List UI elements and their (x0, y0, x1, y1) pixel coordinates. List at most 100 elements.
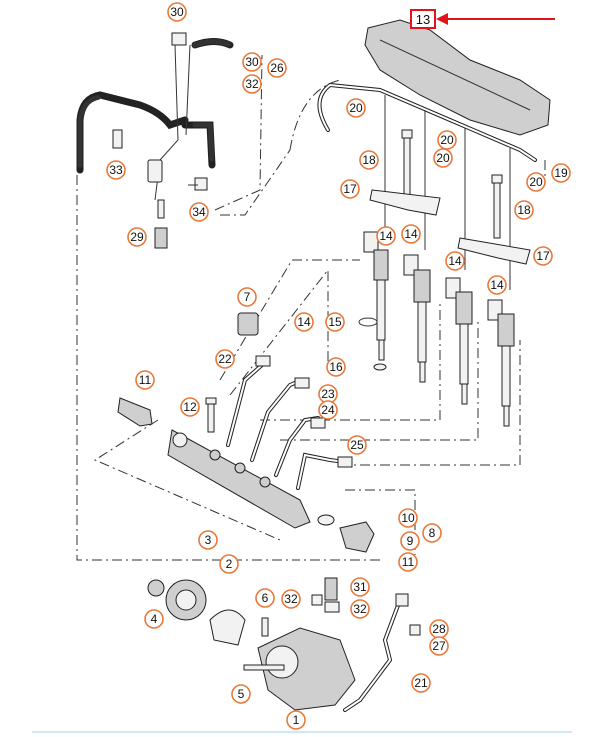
leader-lines (76, 54, 546, 561)
callout-label: 9 (407, 534, 414, 548)
callout-circle (346, 98, 366, 118)
callout-label: 3 (205, 533, 212, 547)
callout-20a: 20 (346, 98, 366, 118)
callout-14a: 14 (376, 226, 396, 246)
callout-18b: 18 (514, 200, 534, 220)
callout-20d: 20 (526, 172, 546, 192)
callout-25: 25 (347, 435, 367, 455)
callout-circle (551, 163, 571, 183)
callout-circle (127, 227, 147, 247)
callout-circle (255, 588, 275, 608)
bolts (401, 129, 503, 239)
callout-label: 8 (429, 526, 436, 540)
clamps (369, 189, 531, 265)
callout-circle (533, 246, 553, 266)
callout-circle (400, 531, 420, 551)
callout-label: 25 (350, 438, 364, 452)
callout-20b: 20 (437, 130, 457, 150)
callout-circle (325, 312, 345, 332)
return-hose-assembly (76, 32, 234, 249)
callout-circle (326, 357, 346, 377)
callout-28: 28 (429, 619, 449, 639)
callout-30a: 30 (167, 2, 187, 22)
callout-label: 2 (226, 557, 233, 571)
callout-11a: 11 (135, 370, 155, 390)
callout-circle (318, 400, 338, 420)
callout-label: 16 (329, 360, 343, 374)
callout-circle (429, 636, 449, 656)
callout-circle (281, 589, 301, 609)
callout-circle (267, 58, 287, 78)
callout-5: 5 (231, 684, 251, 704)
callout-32b: 32 (281, 589, 301, 609)
footer-divider (32, 731, 572, 733)
callout-33: 33 (106, 160, 126, 180)
callout-circle (350, 577, 370, 597)
callout-label: 17 (343, 182, 357, 196)
callout-label: 21 (414, 676, 428, 690)
callout-26: 26 (267, 58, 287, 78)
callout-27: 27 (429, 636, 449, 656)
callout-label: 34 (192, 205, 206, 219)
callout-label: 29 (130, 230, 144, 244)
callout-20c: 20 (433, 148, 453, 168)
callout-2: 2 (219, 554, 239, 574)
callout-18a: 18 (359, 150, 379, 170)
callout-circle (433, 148, 453, 168)
callout-circle (189, 202, 209, 222)
callout-14e: 14 (294, 312, 314, 332)
callout-circle (359, 150, 379, 170)
callout-31: 31 (350, 577, 370, 597)
callout-circle (340, 179, 360, 199)
callout-circle (219, 554, 239, 574)
callout-32c: 32 (350, 599, 370, 619)
callout-circle (242, 74, 262, 94)
callout-21: 21 (411, 673, 431, 693)
callout-label: 32 (353, 602, 367, 616)
callout-label: 20 (529, 175, 543, 189)
callout-label: 18 (362, 153, 376, 167)
callout-22: 22 (215, 349, 235, 369)
callout-label: 12 (183, 400, 197, 414)
callout-circle (376, 226, 396, 246)
callout-3: 3 (198, 530, 218, 550)
callout-circle (242, 52, 262, 72)
callout-circle (437, 130, 457, 150)
callout-label: 20 (349, 101, 363, 115)
callout-16: 16 (326, 357, 346, 377)
callout-circle (106, 160, 126, 180)
callout-32a: 32 (242, 74, 262, 94)
callout-6: 6 (255, 588, 275, 608)
callout-label: 23 (321, 387, 335, 401)
callout-label: 11 (139, 373, 152, 387)
callout-label: 14 (297, 315, 311, 329)
callout-label: 22 (218, 352, 232, 366)
callout-label: 28 (432, 622, 446, 636)
callout-label: 33 (109, 163, 123, 177)
callout-label: 11 (402, 555, 415, 569)
callout-label: 4 (151, 612, 158, 626)
callout-19: 19 (551, 163, 571, 183)
injectors (358, 231, 515, 427)
engine-cover (364, 19, 551, 136)
callout-17a: 17 (340, 179, 360, 199)
pump-assembly (147, 577, 421, 712)
callout-circle (422, 523, 442, 543)
callout-label: 14 (404, 227, 418, 241)
highlight-label: 13 (416, 12, 430, 27)
fuel-rail (167, 355, 353, 529)
callout-29: 29 (127, 227, 147, 247)
callout-circle (398, 552, 418, 572)
callout-label: 1 (293, 713, 300, 727)
highlight-box (410, 9, 436, 29)
callout-circle (231, 684, 251, 704)
callout-label: 19 (554, 166, 568, 180)
callout-circle (514, 200, 534, 220)
callout-label: 30 (170, 5, 184, 19)
callout-label: 31 (353, 580, 367, 594)
callout-circle (445, 251, 465, 271)
callout-9: 9 (400, 531, 420, 551)
callout-label: 14 (490, 278, 504, 292)
